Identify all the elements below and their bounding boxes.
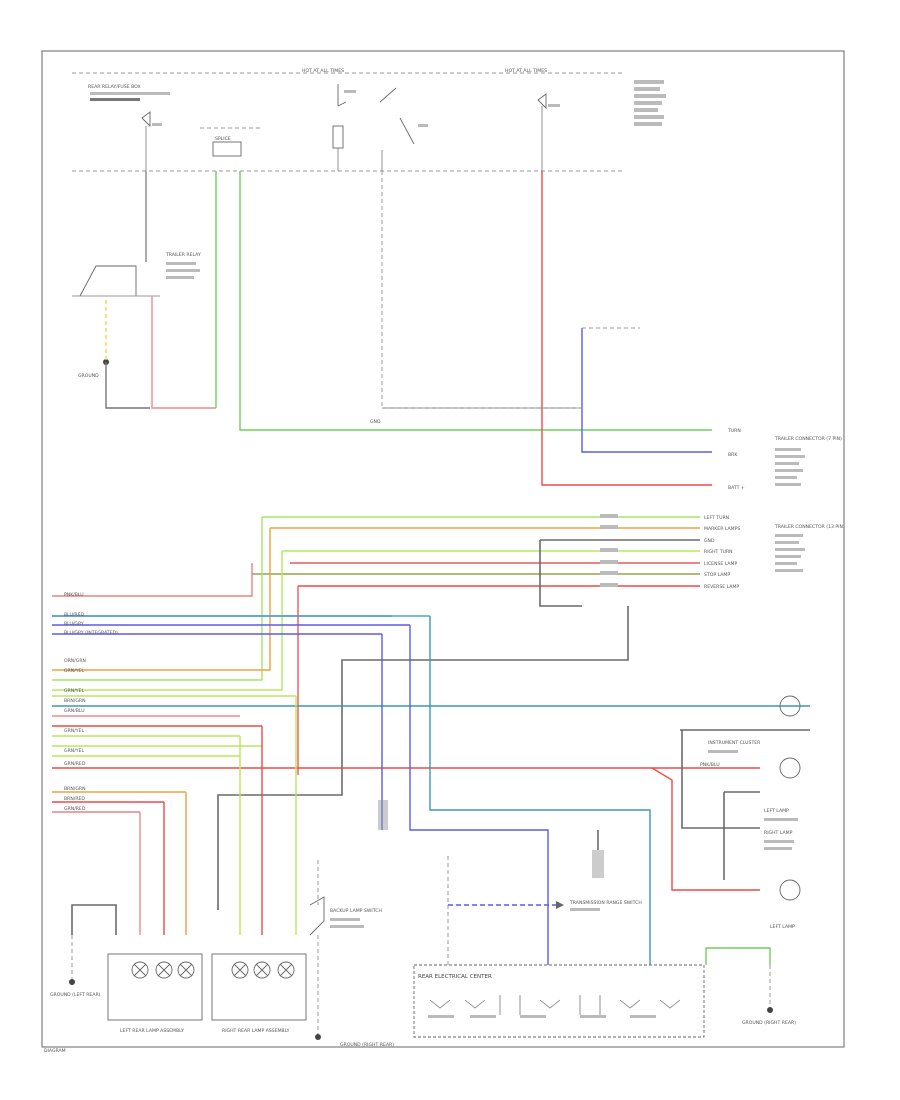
svg-text:GROUND (LEFT REAR): GROUND (LEFT REAR) — [50, 992, 101, 998]
lower-pin-5: STOP LAMP — [704, 572, 730, 578]
upper-pin-brk: BRK — [728, 452, 738, 458]
svg-text:LEFT LAMP: LEFT LAMP — [770, 924, 795, 930]
svg-text:INSTRUMENT CLUSTER: INSTRUMENT CLUSTER — [708, 740, 761, 746]
svg-text:BRN/GRN: BRN/GRN — [64, 786, 86, 792]
svg-text:REAR RELAY/FUSE BOX: REAR RELAY/FUSE BOX — [88, 84, 141, 90]
rear-module: REAR ELECTRICAL CENTER — [413, 964, 705, 1038]
transmission-range-switch: TRANSMISSION RANGE SWITCH — [447, 856, 642, 965]
trailer-connector-upper: TURN BRK BATT + TRAILER CONNECTOR (7 PIN… — [727, 428, 842, 491]
right-rear-lamp: RIGHT REAR LAMP ASSEMBLY — [211, 953, 307, 1034]
wire-relay-pnk — [151, 296, 216, 409]
upper-pin-batt: BATT + — [728, 485, 745, 491]
left-rear-lamp: LEFT REAR LAMP ASSEMBLY — [107, 953, 203, 1034]
svg-text:GRN/BLU: GRN/BLU — [64, 708, 85, 714]
svg-text:PNK/BLU: PNK/BLU — [700, 762, 720, 768]
bus-label-all-times: HOT AT ALL TIMES — [505, 68, 547, 74]
svg-text:RIGHT REAR LAMP ASSEMBLY: RIGHT REAR LAMP ASSEMBLY — [222, 1028, 290, 1034]
svg-text:GROUND (RIGHT REAR): GROUND (RIGHT REAR) — [340, 1042, 394, 1048]
svg-text:BRN/RED: BRN/RED — [64, 796, 85, 802]
ground-left-bottom: GROUND (LEFT REAR) — [50, 935, 101, 998]
svg-text:RIGHT LAMP: RIGHT LAMP — [764, 830, 793, 836]
svg-text:TRANSMISSION RANGE SWITCH: TRANSMISSION RANGE SWITCH — [569, 900, 642, 906]
lower-pin-0: LEFT TURN — [704, 515, 729, 521]
corner-code: DIAGRAM — [44, 1048, 66, 1054]
top-right-info — [634, 80, 666, 126]
svg-text:BLU/RED: BLU/RED — [64, 612, 84, 618]
svg-text:ORN/GRN: ORN/GRN — [64, 658, 86, 664]
svg-text:GROUND: GROUND — [78, 373, 99, 379]
wire-red-right — [541, 171, 712, 486]
upper-connector-label: TRAILER CONNECTOR (7 PIN) — [774, 436, 842, 442]
wire-gray-center — [381, 171, 580, 409]
diagram-frame — [41, 50, 845, 1048]
wire-green-main — [239, 171, 712, 431]
lower-pin-4: LICENSE LAMP — [704, 561, 738, 567]
svg-text:BLU/GRY (INTEGRATED): BLU/GRY (INTEGRATED) — [64, 630, 118, 636]
svg-text:TRAILER RELAY: TRAILER RELAY — [165, 252, 201, 258]
switch-center — [379, 87, 428, 171]
svg-text:GRN/YEL: GRN/YEL — [64, 748, 84, 754]
svg-text:LEFT REAR LAMP ASSEMBLY: LEFT REAR LAMP ASSEMBLY — [120, 1028, 184, 1034]
svg-text:GRN/RED: GRN/RED — [64, 806, 86, 812]
fuse-right — [537, 93, 560, 171]
splice-connector: SPLICE — [200, 127, 260, 157]
lower-pin-2: GND — [704, 538, 715, 544]
lower-pin-6: REVERSE LAMP — [704, 584, 739, 590]
wire-ground-loop — [105, 362, 150, 409]
ground-right-bottom: GROUND (RIGHT REAR) — [705, 947, 796, 1026]
svg-text:GROUND (RIGHT REAR): GROUND (RIGHT REAR) — [742, 1020, 796, 1026]
svg-text:LEFT LAMP: LEFT LAMP — [764, 808, 789, 814]
lower-pin-3: RIGHT TURN — [704, 549, 733, 555]
svg-text:GND: GND — [370, 419, 381, 425]
svg-text:SPLICE: SPLICE — [215, 136, 231, 142]
relay-box: REAR RELAY/FUSE BOX — [88, 84, 170, 101]
svg-text:GRN/YEL: GRN/YEL — [64, 688, 84, 694]
svg-text:BRN/GRN: BRN/GRN — [64, 698, 86, 704]
lower-pin-1: MARKER LAMPS — [704, 526, 740, 532]
svg-text:GRN/YEL: GRN/YEL — [64, 728, 84, 734]
upper-pin-turn: TURN — [727, 428, 741, 434]
trailer-relay: TRAILER RELAY — [72, 252, 201, 297]
ground-left-top: GROUND — [78, 359, 109, 379]
lower-connector-label: TRAILER CONNECTOR (13 PIN) — [774, 524, 845, 530]
svg-text:REAR ELECTRICAL CENTER: REAR ELECTRICAL CENTER — [418, 974, 492, 980]
svg-text:PNK/BLU: PNK/BLU — [64, 592, 84, 598]
svg-text:GRN/RED: GRN/RED — [64, 761, 86, 767]
svg-text:BACKUP LAMP SWITCH: BACKUP LAMP SWITCH — [330, 908, 382, 914]
fuse-left — [141, 111, 162, 171]
backup-lamp-switch: BACKUP LAMP SWITCH GROUND (RIGHT REAR) — [309, 860, 394, 1048]
right-lamp-r: LEFT LAMP RIGHT LAMP LEFT LAMP — [723, 791, 801, 930]
instrument-cluster: INSTRUMENT CLUSTER PNK/BLU — [680, 695, 810, 829]
left-bus: PNK/BLU BLU/RED BLU/GRY BLU/GRY (INTEGRA… — [52, 592, 810, 813]
lower-harness: LEFT TURN MARKER LAMPS GND RIGHT TURN LI… — [252, 514, 845, 590]
svg-text:GRN/YEL: GRN/YEL — [64, 668, 84, 674]
svg-text:BLU/GRY: BLU/GRY — [64, 621, 84, 627]
fuse-center — [332, 84, 356, 171]
wire-blue-right — [581, 328, 712, 453]
bus-label-run: HOT AT ALL TIMES — [302, 68, 344, 74]
